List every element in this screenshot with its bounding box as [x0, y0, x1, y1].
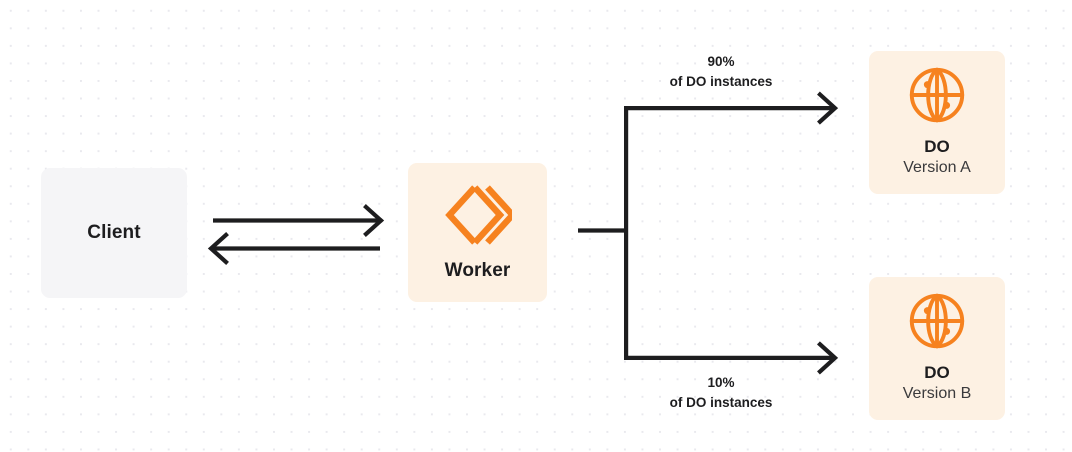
- globe-icon: [908, 292, 966, 350]
- edge-worker-to-do-a: [624, 91, 839, 125]
- do-a-sublabel: Version A: [903, 159, 971, 177]
- globe-icon: [908, 66, 966, 124]
- cloudflare-workers-logo-icon: [444, 184, 517, 246]
- edge-label-do-a-caption: of DO instances: [669, 73, 773, 89]
- edge-client-to-worker: [213, 204, 385, 237]
- node-worker[interactable]: Worker: [408, 163, 547, 302]
- edge-label-do-a: 90% of DO instances: [625, 52, 817, 91]
- node-do-version-b[interactable]: DO Version B: [869, 277, 1005, 420]
- edge-worker-to-client: [207, 232, 380, 265]
- edge-label-do-b-percent: 10%: [707, 375, 735, 390]
- worker-label: Worker: [444, 259, 511, 281]
- edge-label-do-a-percent: 90%: [707, 54, 735, 69]
- do-b-sublabel: Version B: [902, 385, 972, 403]
- node-do-version-a[interactable]: DO Version A: [869, 51, 1005, 194]
- edge-label-do-b: 10% of DO instances: [625, 373, 817, 412]
- client-label: Client: [87, 222, 141, 243]
- do-b-label: DO: [924, 362, 950, 382]
- edge-worker-to-do-b: [624, 341, 839, 375]
- do-a-label: DO: [924, 136, 950, 156]
- node-client[interactable]: Client: [41, 168, 187, 298]
- edge-label-do-b-caption: of DO instances: [669, 394, 773, 410]
